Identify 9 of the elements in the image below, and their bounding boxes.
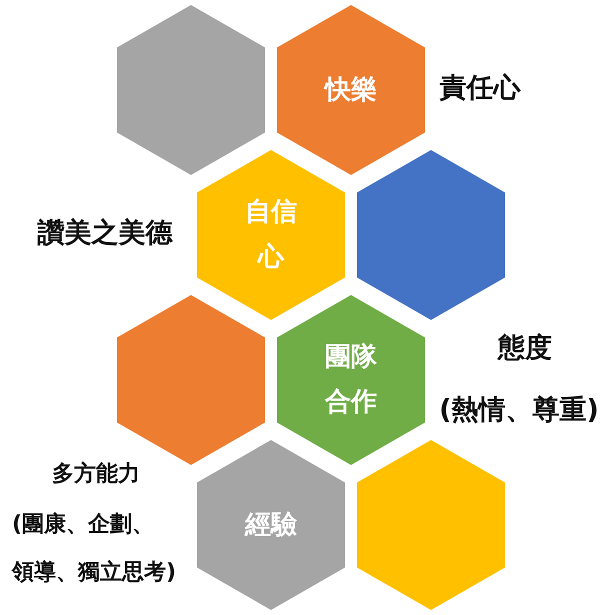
side-label: 讚美之美德 xyxy=(38,216,172,250)
hexagon-label: 自信心 xyxy=(244,196,298,274)
side-label: 責任心 xyxy=(440,71,520,106)
side-label: (熱情、尊重) xyxy=(439,393,599,428)
hexagon-label: 經驗 xyxy=(245,508,297,542)
side-label: 多方能力 xyxy=(52,460,140,489)
hexagon-label: 快樂 xyxy=(325,74,377,106)
side-label: 態度 xyxy=(498,331,552,366)
hexagon-label: 團隊合作 xyxy=(324,341,378,419)
